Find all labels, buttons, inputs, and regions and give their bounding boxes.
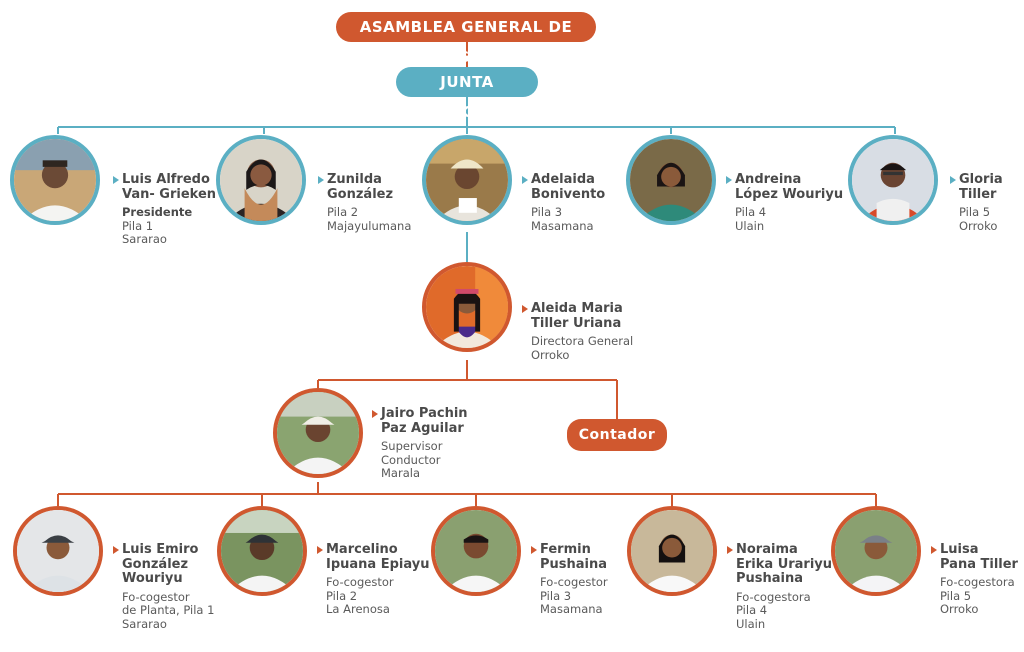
cogestor-2: Marcelino Ipuana Epiayu Fo-cogestor Pila…: [316, 542, 430, 617]
member-name: Luis Alfredo Van- Grieken: [112, 172, 217, 202]
member-details: Directora General Orroko: [531, 334, 634, 362]
photo-junta-5: [848, 135, 938, 225]
person-photo-icon: [435, 510, 517, 592]
member-name: Andreina López Wouriyu: [725, 172, 844, 202]
member-details: Fo-cogestor de Planta, Pila 1 Sararao: [122, 589, 215, 631]
member-name: Noraima Erika Urariyu Pushaina: [726, 542, 833, 586]
person-photo-icon: [426, 139, 508, 221]
photo-cogestor-5: [831, 506, 921, 596]
contador-box: Contador: [567, 419, 667, 451]
member-name: Zunilda González: [317, 172, 411, 202]
cogestor-4: Noraima Erika Urariyu Pushaina Fo-cogest…: [726, 542, 833, 631]
person-photo-icon: [14, 139, 96, 221]
asamblea-general-box: ASAMBLEA GENERAL DE DELEGADOS: [336, 12, 596, 66]
cogestor-1: Luis Emiro González Wouriyu Fo-cogestor …: [112, 542, 215, 631]
photo-directora: [422, 262, 512, 352]
member-name: Adelaida Bonivento: [521, 172, 606, 202]
directora-info: Aleida Maria Tiller Uriana Directora Gen…: [521, 301, 634, 362]
person-photo-icon: [277, 392, 359, 474]
member-details: Pila 5 Orroko: [959, 205, 998, 233]
photo-cogestor-1: [13, 506, 103, 596]
person-photo-icon: [852, 139, 934, 221]
cogestor-3: Fermin Pushaina Fo-cogestor Pila 3 Masam…: [531, 542, 608, 617]
junta-member-5: Gloria Tiller Pila 5 Orroko: [950, 172, 1003, 233]
member-details: Fo-cogestora Pila 5 Orroko: [940, 575, 1015, 616]
member-name: Jairo Pachin Paz Aguilar: [372, 406, 468, 436]
photo-junta-3: [422, 135, 512, 225]
supervisor-info: Jairo Pachin Paz Aguilar Supervisor Cond…: [372, 406, 468, 481]
member-name: Marcelino Ipuana Epiayu: [316, 542, 430, 572]
member-name: Luis Emiro González Wouriyu: [112, 542, 214, 587]
photo-cogestor-3: [431, 506, 521, 596]
member-name: Aleida Maria Tiller Uriana: [521, 301, 633, 331]
member-details: Fo-cogestor Pila 3 Masamana: [540, 575, 608, 616]
member-details: Pila 4 Ulain: [735, 205, 767, 233]
junta-member-1: Luis Alfredo Van- Grieken Presidente Pil…: [112, 172, 217, 247]
photo-junta-4: [626, 135, 716, 225]
junta-member-3: Adelaida Bonivento Pila 3 Masamana: [521, 172, 606, 233]
photo-junta-1: [10, 135, 100, 225]
person-photo-icon: [630, 139, 712, 221]
member-details: Fo-cogestor Pila 2 La Arenosa: [326, 575, 394, 616]
member-details: Fo-cogestora Pila 4 Ulain: [736, 589, 811, 631]
junta-directiva-box: JUNTA DIRECTIVA: [396, 67, 538, 121]
junta-member-2: Zunilda González Pila 2 Majayulumana: [317, 172, 412, 233]
photo-junta-2: [216, 135, 306, 225]
photo-cogestor-2: [217, 506, 307, 596]
person-photo-icon: [426, 266, 508, 348]
member-role: Presidente: [122, 205, 193, 219]
junta-member-4: Andreina López Wouriyu Pila 4 Ulain: [725, 172, 844, 233]
cogestor-5: Luisa Pana Tiller Fo-cogestora Pila 5 Or…: [931, 542, 1018, 617]
member-name: Fermin Pushaina: [531, 542, 608, 572]
member-name: Luisa Pana Tiller: [931, 542, 1018, 572]
person-photo-icon: [17, 510, 99, 592]
person-photo-icon: [835, 510, 917, 592]
member-details: Pila 3 Masamana: [531, 205, 594, 233]
member-name: Gloria Tiller: [950, 172, 1003, 202]
person-photo-icon: [631, 510, 713, 592]
member-details: Pila 1 Sararao: [122, 218, 167, 246]
photo-cogestor-4: [627, 506, 717, 596]
person-photo-icon: [221, 510, 303, 592]
photo-supervisor: [273, 388, 363, 478]
member-details: Pila 2 Majayulumana: [327, 205, 412, 233]
member-details: Supervisor Conductor Marala: [381, 439, 443, 480]
person-photo-icon: [220, 139, 302, 221]
